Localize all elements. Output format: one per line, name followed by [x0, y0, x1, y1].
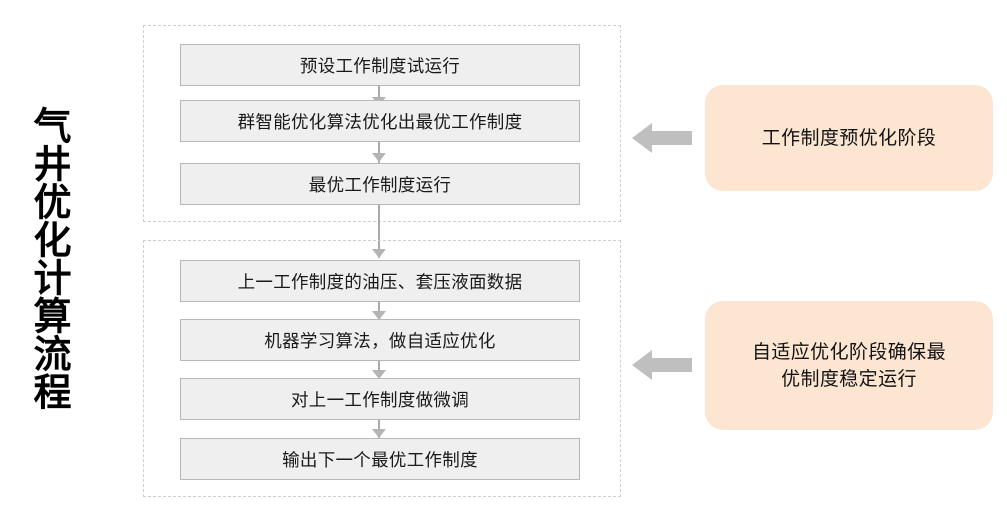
- stage-note-pre-optimization: 工作制度预优化阶段: [705, 85, 993, 191]
- connector-arrowhead-4: [372, 370, 386, 379]
- process-box-preset-trial-run[interactable]: 预设工作制度试运行: [180, 44, 580, 86]
- connector-arrowhead-stage-bridge: [372, 249, 386, 258]
- stage-note-line: 工作制度预优化阶段: [761, 126, 937, 149]
- process-box-fine-tune-previous-schedule[interactable]: 对上一工作制度做微调: [180, 378, 580, 420]
- process-box-previous-schedule-pressure-data[interactable]: 上一工作制度的油压、套压液面数据: [180, 260, 580, 302]
- process-box-machine-learning-adaptive[interactable]: 机器学习算法，做自适应优化: [180, 319, 580, 361]
- stage-note-adaptive-optimization: 自适应优化阶段确保最 优制度稳定运行: [705, 301, 993, 430]
- connector-arrowhead-3: [372, 311, 386, 320]
- stage-group-pre-optimization: [143, 25, 621, 222]
- left-block-arrow-icon-stage-2: [632, 348, 692, 382]
- stage-group-adaptive-optimization: [143, 240, 621, 497]
- stage-note-text-1: 工作制度预优化阶段: [762, 125, 937, 152]
- stage-note-line: 优制度稳定运行: [781, 367, 917, 390]
- page-title: 气井优化计算流程: [27, 106, 71, 410]
- left-block-arrow-icon-stage-1: [632, 121, 692, 155]
- stage-note-text-2: 自适应优化阶段确保最 优制度稳定运行: [752, 339, 946, 393]
- connector-line-stage-bridge: [378, 205, 380, 258]
- connector-line-2: [378, 142, 380, 163]
- connector-line-1: [378, 86, 380, 107]
- process-box-output-next-optimal-schedule[interactable]: 输出下一个最优工作制度: [180, 438, 580, 480]
- connector-arrowhead-5: [372, 429, 386, 438]
- process-box-optimal-schedule-run[interactable]: 最优工作制度运行: [180, 163, 580, 205]
- stage-note-line: 自适应优化阶段确保最: [751, 340, 946, 363]
- process-box-swarm-intelligence-optimization[interactable]: 群智能优化算法优化出最优工作制度: [180, 100, 580, 142]
- connector-arrowhead-2: [372, 153, 386, 162]
